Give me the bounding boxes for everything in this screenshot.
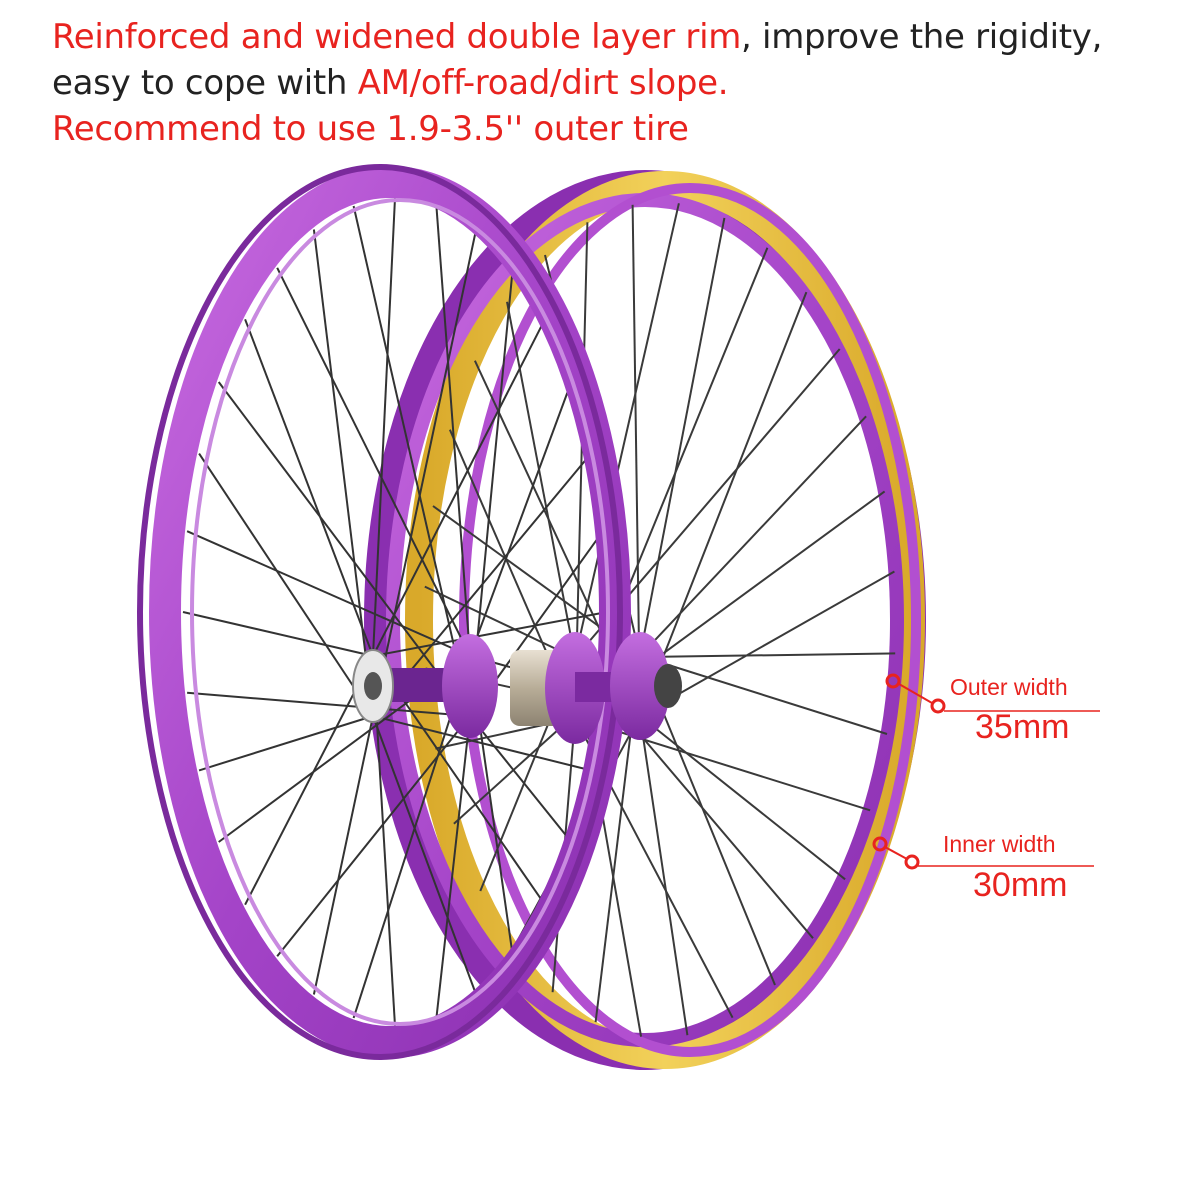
spoke [574,717,871,812]
spoke [372,229,478,717]
spoke [639,217,726,657]
spoke [276,267,471,657]
spoke [639,570,895,717]
headline-emphasis-3: Recommend to use 1.9-3.5'' outer tire [52,109,689,149]
spoke [312,229,374,717]
outer-width-label: Outer width [950,674,1068,700]
spoke [217,381,471,717]
spoke [639,715,846,881]
spoke [639,655,888,735]
headline-line-1: Reinforced and widened double layer rim,… [52,14,1182,60]
spoke [435,205,471,657]
spoke [372,318,546,657]
hub-assembly [352,632,682,744]
inner-width-label: Inner width [943,831,1056,857]
spoke [574,203,680,659]
spoke [506,301,576,659]
rear-wheel [364,170,926,1070]
spoke [352,205,471,717]
headline-text-2: easy to cope with [52,63,358,103]
spoke [198,453,374,717]
inner-width-value: 30mm [973,866,1068,904]
outer-width-callout [885,673,1100,714]
spoke [631,204,641,717]
spoke [469,381,573,657]
headline-line-3: Recommend to use 1.9-3.5'' outer tire [52,106,1182,152]
spoke [639,415,867,657]
spoke [639,715,689,1036]
spoke [424,585,576,659]
headline: Reinforced and widened double layer rim,… [52,14,1182,152]
spoke [244,655,374,906]
front-wheel [137,164,631,1060]
headline-line-2: easy to cope with AM/off-road/dirt slope… [52,60,1182,106]
headline-emphasis-1: Reinforced and widened double layer rim [52,17,742,57]
outer-width-value: 35mm [975,708,1070,746]
spoke [372,715,478,995]
spoke [639,291,808,717]
spoke [312,715,374,995]
spoke [372,197,396,657]
spoke [276,715,471,957]
headline-emphasis-2: AM/off-road/dirt slope. [357,63,729,103]
spoke [244,318,374,657]
headline-text-1: , improve the rigidity, [741,17,1103,57]
spoke [198,715,374,772]
spoke [372,611,608,657]
spoke [187,691,471,717]
spoke [469,715,573,843]
spoke [435,715,471,1019]
inner-width-callout [872,836,1094,870]
spoke [186,530,471,657]
spoke [182,611,374,657]
